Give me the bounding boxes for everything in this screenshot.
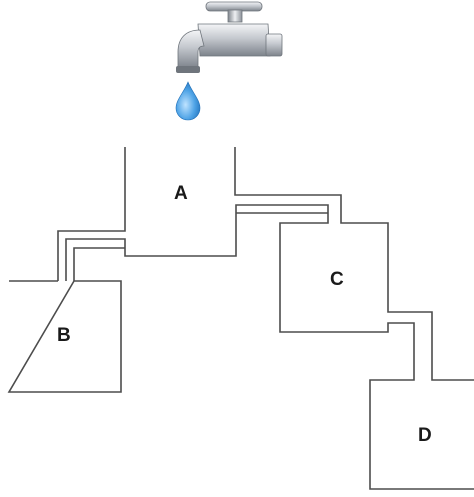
tank-d-label: D bbox=[418, 425, 432, 446]
tank-a-right-wall bbox=[234, 147, 474, 381]
tank-a-outline bbox=[57, 147, 474, 490]
tank-b-label: B bbox=[57, 325, 71, 346]
tank-a-label: A bbox=[174, 183, 188, 204]
tank-b-outline bbox=[7, 280, 122, 393]
pipe-a-to-b bbox=[73, 247, 125, 281]
tank-system bbox=[7, 147, 474, 490]
tank-c-label: C bbox=[330, 269, 344, 290]
faucet-icon bbox=[176, 1, 283, 73]
water-drop-icon bbox=[175, 81, 201, 121]
